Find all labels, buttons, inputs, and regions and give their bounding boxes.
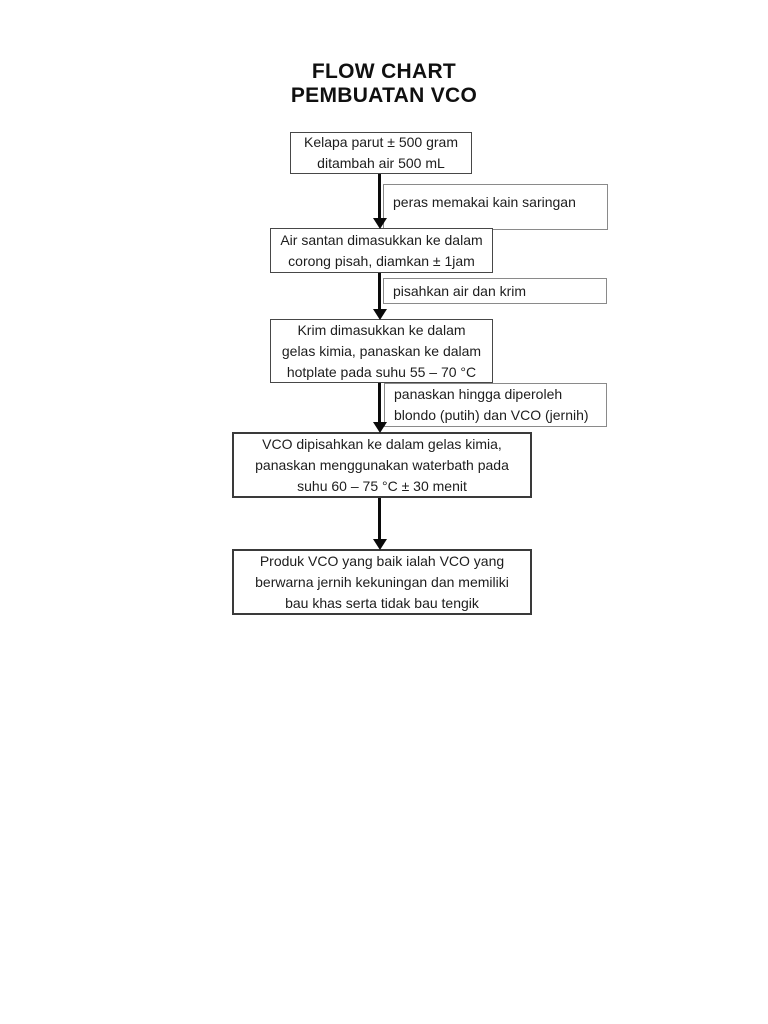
node-text-line: hotplate pada suhu 55 – 70 °C [286,363,477,380]
node-text-line: berwarna jernih kekuningan dan memiliki [255,573,509,590]
flow-node-vco-waterbath: VCO dipisahkan ke dalam gelas kimia, pan… [232,432,532,498]
page-title: FLOW CHART PEMBUATAN VCO [0,60,768,108]
arrow-line [378,498,381,541]
down-arrow [372,383,387,433]
page-title-line-2: PEMBUATAN VCO [290,84,478,107]
down-arrow [372,174,387,229]
node-text-line: VCO dipisahkan ke dalam gelas kimia, [262,435,502,452]
arrow-head-icon [372,309,387,320]
node-text-line: suhu 60 – 75 °C ± 30 menit [297,477,467,494]
arrow-head-icon [372,539,387,550]
down-arrow [372,273,387,320]
node-text-line: corong pisah, diamkan ± 1jam [288,252,475,269]
arrow-head-icon [372,218,387,229]
flow-node-produk-vco: Produk VCO yang baik ialah VCO yang berw… [232,549,532,615]
flow-node-kelapa-parut: Kelapa parut ± 500 gram ditambah air 500… [290,132,472,174]
arrow-head-icon [372,422,387,433]
page-title-line-1: FLOW CHART [311,60,457,83]
flow-node-air-santan: Air santan dimasukkan ke dalam corong pi… [270,228,493,273]
arrow-step-label-pisahkan: pisahkan air dan krim [383,278,607,304]
node-text-line: panaskan menggunakan waterbath pada [255,456,509,473]
node-text-line: bau khas serta tidak bau tengik [285,594,479,611]
node-text-line: Krim dimasukkan ke dalam [297,321,466,338]
step-label-text-line: blondo (putih) dan VCO (jernih) [394,407,589,423]
down-arrow [372,498,387,550]
flow-node-krim-hotplate: Krim dimasukkan ke dalam gelas kimia, pa… [270,319,493,383]
node-text-line: gelas kimia, panaskan ke dalam [281,342,482,359]
arrow-line [378,174,381,220]
node-text-line: Air santan dimasukkan ke dalam [280,231,483,248]
arrow-step-label-peras: peras memakai kain saringan [383,184,608,230]
step-label-text-line: panaskan hingga diperoleh [394,386,563,402]
arrow-step-label-panaskan: panaskan hingga diperoleh blondo (putih)… [384,383,607,427]
node-text-line: Kelapa parut ± 500 gram [304,134,458,150]
step-label-text-line: pisahkan air dan krim [393,282,527,299]
step-label-text-line: peras memakai kain saringan [393,193,576,210]
node-text-line: ditambah air 500 mL [317,155,445,171]
arrow-line [378,273,381,311]
arrow-line [378,383,381,424]
node-text-line: Produk VCO yang baik ialah VCO yang [259,552,505,569]
